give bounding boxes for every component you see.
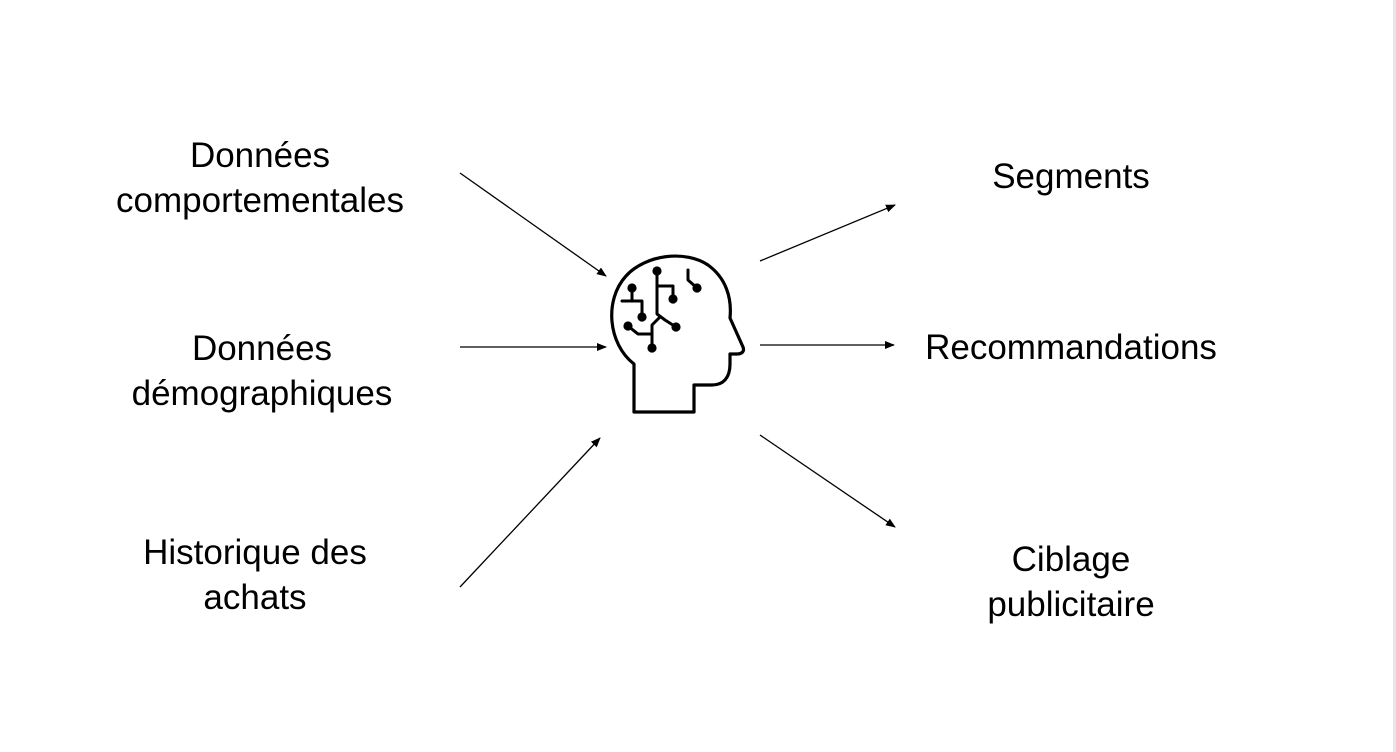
output-label-segments: Segments [992, 154, 1150, 199]
arrow-behavioral-to-brain [459, 172, 607, 277]
output-label-recommendations-line-1: Recommandations [925, 328, 1217, 367]
input-label-purchase-history: Historique des achats [143, 530, 367, 620]
output-label-ad-targeting-line-1: Ciblage [1011, 540, 1131, 579]
input-label-behavioral: Données comportementales [116, 133, 404, 223]
input-label-demographic-line-2: démographiques [131, 374, 393, 413]
input-label-purchase-history-line-1: Historique des [143, 533, 367, 572]
circuit-lines [620, 268, 699, 350]
output-label-recommendations: Recommandations [925, 325, 1217, 370]
input-label-behavioral-line-1: Données [189, 136, 331, 175]
circuit-nodes [623, 266, 702, 353]
brain-circuit-head-icon [610, 254, 746, 414]
output-label-segments-line-1: Segments [992, 157, 1150, 196]
output-label-ad-targeting: Ciblage publicitaire [987, 537, 1154, 627]
arrow-brain-to-segments [759, 204, 896, 262]
output-label-ad-targeting-line-2: publicitaire [987, 585, 1155, 624]
head-outline [610, 254, 746, 414]
arrow-brain-to-ad-targeting [759, 434, 896, 528]
input-label-demographic-line-1: Données [191, 329, 333, 368]
right-edge-divider [1393, 0, 1396, 752]
input-label-demographic: Données démographiques [132, 326, 393, 416]
arrow-purchase-history-to-brain [459, 437, 601, 588]
input-label-behavioral-line-2: comportementales [116, 181, 404, 220]
input-label-purchase-history-line-2: achats [203, 578, 307, 617]
